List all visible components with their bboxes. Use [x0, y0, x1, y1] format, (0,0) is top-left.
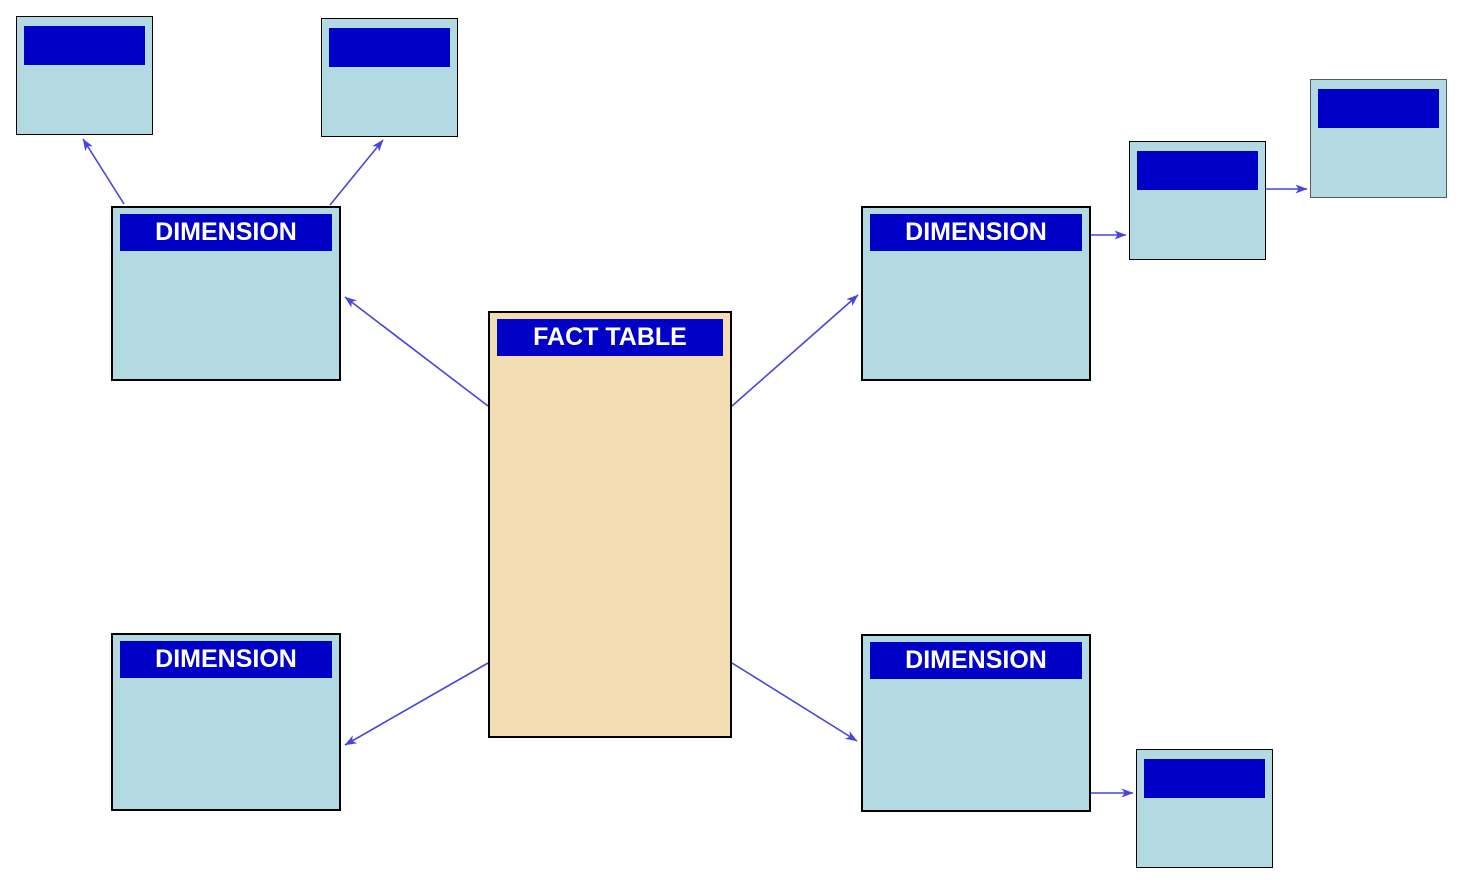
arrow-fact-to-dim-bottom-right: [731, 662, 858, 742]
arrow-fact-to-dim-top-right: [731, 294, 859, 407]
arrow-fact-to-dim-bottom-left: [344, 662, 489, 746]
subdimension-node-top-right-2: [1310, 79, 1447, 198]
subdimension-header: [329, 28, 450, 67]
subdimension-header: [1137, 151, 1258, 190]
subdimension-node-top-right-1: [1129, 141, 1266, 260]
dimension-header: DIMENSION: [120, 641, 332, 678]
subdimension-header: [1318, 89, 1439, 128]
dimension-node-top-left: DIMENSION: [111, 206, 341, 381]
arrow-dim-top-left-to-sub-1: [82, 138, 125, 205]
subdimension-header: [1144, 759, 1265, 798]
dimension-header: DIMENSION: [120, 214, 332, 251]
subdimension-node-top-left-1: [16, 16, 153, 135]
subdimension-node-bottom-right-1: [1136, 749, 1273, 868]
subdimension-node-top-left-2: [321, 18, 458, 137]
dimension-node-bottom-right: DIMENSION: [861, 634, 1091, 812]
fact-table-node: FACT TABLE: [488, 311, 732, 738]
dimension-header: DIMENSION: [870, 642, 1082, 679]
arrow-dim-top-left-to-sub-2: [329, 139, 384, 206]
dimension-node-top-right: DIMENSION: [861, 206, 1091, 381]
fact-table-header: FACT TABLE: [497, 319, 723, 356]
dimension-node-bottom-left: DIMENSION: [111, 633, 341, 811]
arrow-fact-to-dim-top-left: [344, 296, 489, 407]
dimension-header: DIMENSION: [870, 214, 1082, 251]
subdimension-header: [24, 26, 145, 65]
